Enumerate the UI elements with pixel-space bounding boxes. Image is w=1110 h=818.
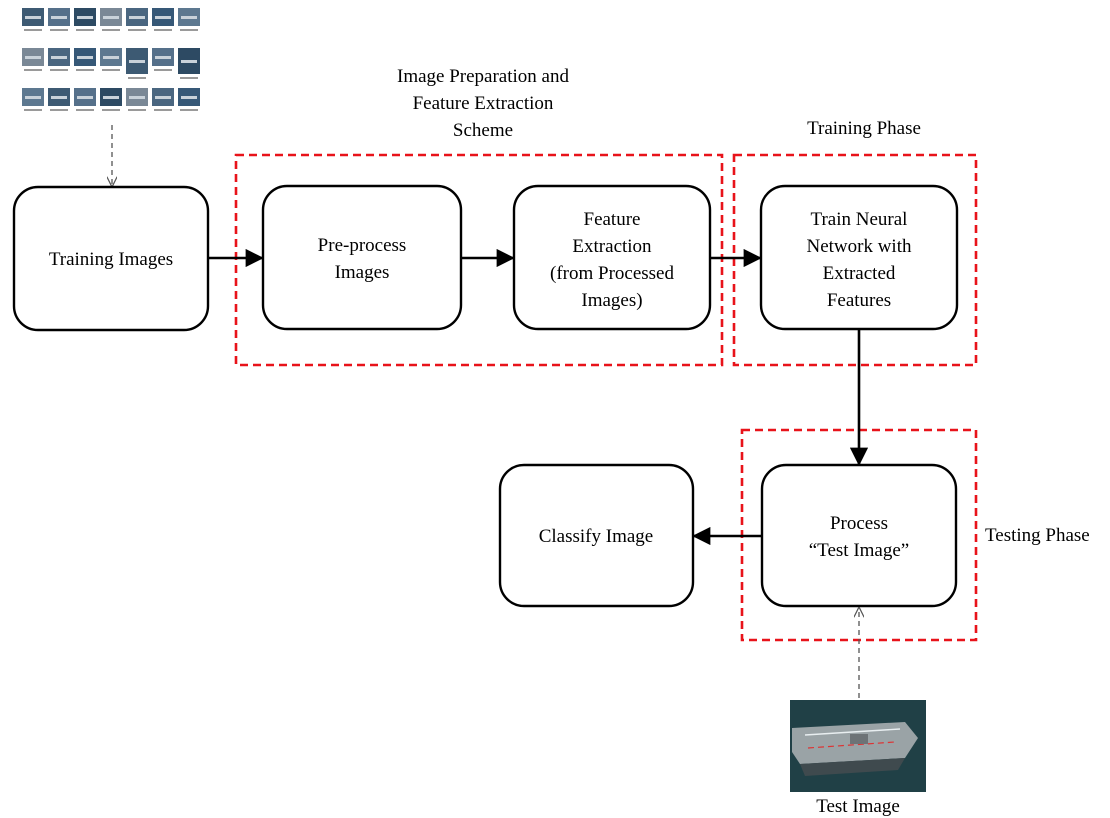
collage-ship-shape [51, 56, 67, 59]
collage-caption-line [76, 69, 94, 71]
preparation-frame [234, 153, 724, 367]
node-feature-extraction-line4: Images) [581, 290, 642, 311]
node-process-test-line1: Process [830, 513, 888, 534]
collage-caption-line [154, 29, 172, 31]
node-preprocess-line1: Pre-process [318, 235, 407, 256]
collage-caption-line [154, 109, 172, 111]
collage-caption-line [128, 29, 146, 31]
collage-ship-shape [103, 16, 119, 19]
collage-caption-line [102, 69, 120, 71]
collage-caption-line [50, 29, 68, 31]
collage-ship-shape [77, 56, 93, 59]
test-image-thumbnail [790, 700, 926, 792]
training-image-collage [22, 8, 200, 111]
collage-ship-shape [51, 16, 67, 19]
node-train-nn-line2: Network with [806, 236, 912, 257]
collage-caption-line [50, 69, 68, 71]
collage-ship-shape [181, 60, 197, 63]
node-process-test-line2: “Test Image” [809, 540, 909, 561]
collage-caption-line [128, 109, 146, 111]
collage-ship-shape [155, 56, 171, 59]
node-train-nn: Train Neural Network with Extracted Feat… [759, 184, 959, 331]
node-train-nn-line3: Extracted [823, 263, 896, 284]
collage-caption-line [180, 109, 198, 111]
section-title-preparation-line2: Feature Extraction [413, 93, 554, 114]
collage-ship-shape [181, 96, 197, 99]
collage-ship-shape [155, 16, 171, 19]
section-title-preparation-line3: Scheme [453, 120, 513, 141]
collage-caption-line [24, 109, 42, 111]
collage-caption-line [50, 109, 68, 111]
node-classify-label: Classify Image [539, 526, 654, 547]
node-preprocess-line2: Images [335, 262, 390, 283]
collage-ship-shape [129, 96, 145, 99]
collage-ship-shape [25, 16, 41, 19]
collage-caption-line [102, 29, 120, 31]
collage-ship-shape [25, 56, 41, 59]
collage-caption-line [102, 109, 120, 111]
collage-caption-line [180, 77, 198, 79]
section-title-testing: Testing Phase [985, 525, 1090, 546]
training-frame [732, 153, 978, 367]
collage-ship-shape [103, 96, 119, 99]
node-classify: Classify Image [498, 463, 695, 608]
collage-caption-line [154, 69, 172, 71]
collage-ship-shape [77, 96, 93, 99]
collage-ship-shape [129, 60, 145, 63]
collage-ship-shape [129, 16, 145, 19]
node-feature-extraction-line2: Extraction [572, 236, 652, 257]
collage-caption-line [24, 29, 42, 31]
section-title-training: Training Phase [807, 118, 921, 139]
node-feature-extraction-line1: Feature [584, 209, 641, 230]
collage-caption-line [128, 77, 146, 79]
node-process-test: Process “Test Image” [760, 463, 958, 608]
node-feature-extraction-line3: (from Processed [550, 263, 674, 284]
collage-ship-shape [155, 96, 171, 99]
collage-ship-shape [25, 96, 41, 99]
collage-caption-line [76, 29, 94, 31]
collage-ship-shape [181, 16, 197, 19]
node-training-images-label: Training Images [49, 249, 173, 270]
collage-caption-line [180, 29, 198, 31]
node-feature-extraction: Feature Extraction (from Processed Image… [512, 184, 712, 331]
collage-caption-line [24, 69, 42, 71]
node-preprocess: Pre-process Images [261, 184, 463, 331]
collage-ship-shape [103, 56, 119, 59]
test-image-caption: Test Image [816, 796, 900, 817]
node-train-nn-line1: Train Neural [811, 209, 908, 230]
section-title-preparation: Image Preparation and [397, 66, 569, 87]
collage-ship-shape [51, 96, 67, 99]
collage-ship-shape [77, 16, 93, 19]
node-training-images: Training Images [12, 185, 210, 332]
node-train-nn-line4: Features [827, 290, 891, 311]
collage-caption-line [76, 109, 94, 111]
